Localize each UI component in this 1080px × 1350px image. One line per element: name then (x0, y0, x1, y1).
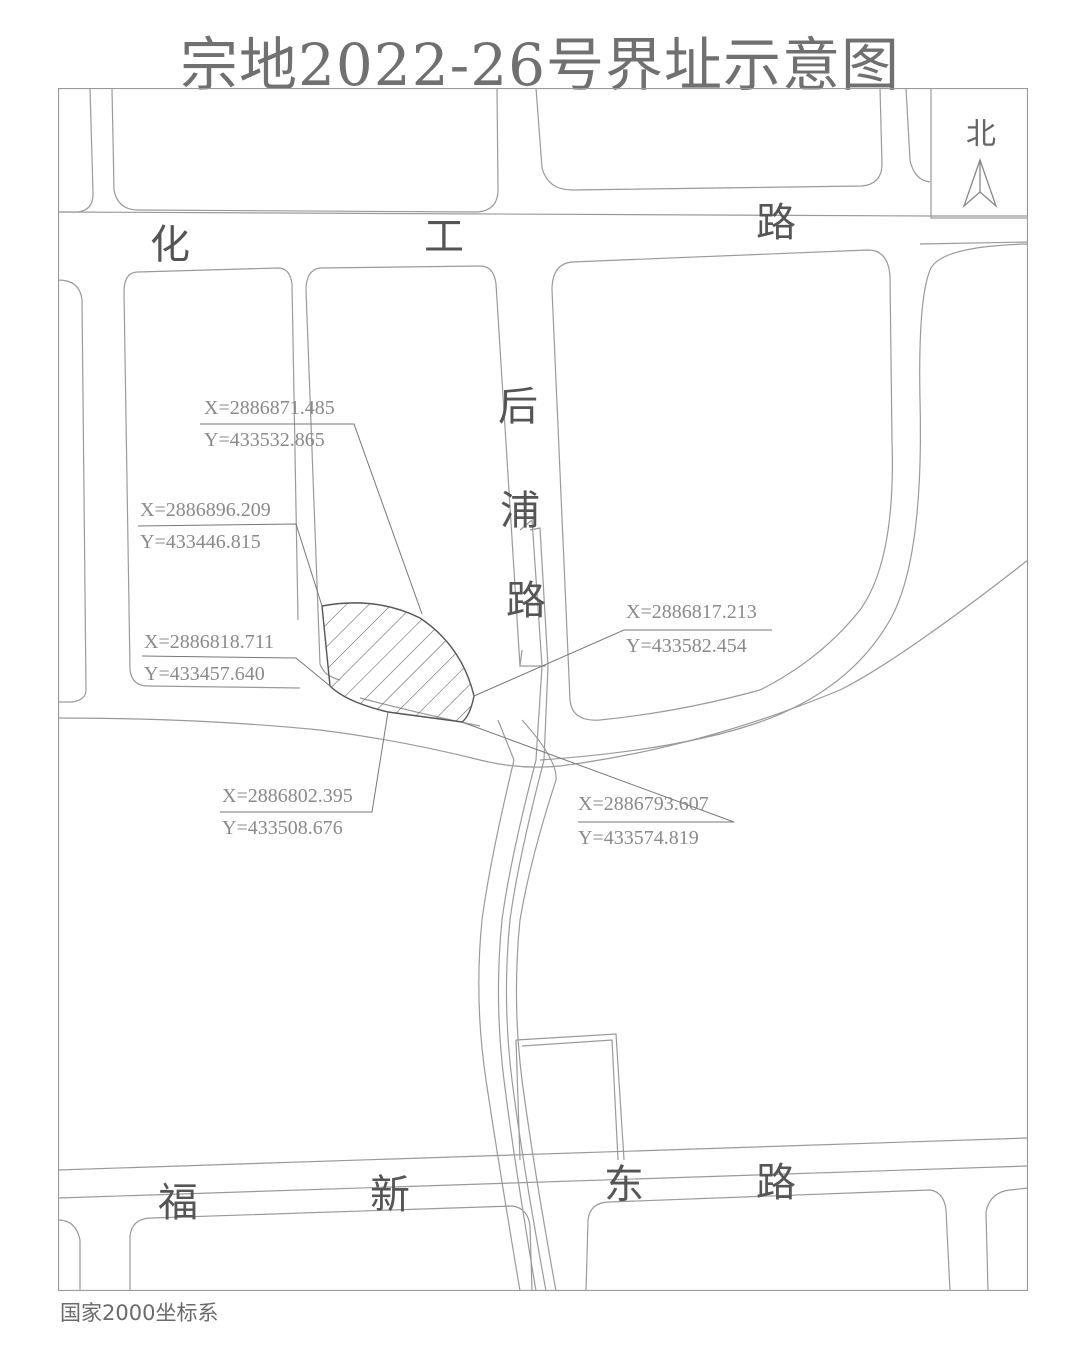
coord-x: X=2886817.213 (626, 601, 757, 623)
coord-y: Y=433457.640 (144, 663, 265, 685)
map-border (58, 88, 1028, 1291)
road-char: 路 (756, 1160, 796, 1206)
road-char: 后 (498, 384, 538, 430)
boundary-point-2-label: X=2886896.209 Y=433446.815 (140, 499, 271, 553)
coordinate-system-note: 国家2000坐标系 (60, 1301, 219, 1325)
boundary-point-3-label: X=2886818.711 Y=433457.640 (144, 631, 274, 685)
coord-x: X=2886896.209 (140, 499, 271, 521)
north-arrow-icon (962, 158, 998, 209)
road-char: 路 (506, 578, 546, 624)
road-char: 路 (756, 200, 796, 246)
road-char: 工 (424, 214, 464, 260)
boundary-point-5-label: X=2886802.395 Y=433508.676 (222, 785, 353, 839)
road-label-houpu: 后 浦 路 (498, 384, 546, 624)
coord-y: Y=433532.865 (204, 429, 325, 451)
coord-y: Y=433508.676 (222, 817, 343, 839)
road-label-fuxindong: 福 新 东 路 (158, 1160, 796, 1226)
boundary-point-4-label: X=2886817.213 Y=433582.454 (626, 601, 757, 657)
north-label: 北 (966, 117, 996, 152)
map-canvas: 北 化 工 路 后 浦 路 福 新 东 路 X=2886871.485 Y=43… (58, 88, 1028, 1291)
coord-y: Y=433446.815 (140, 531, 261, 553)
parcel-hatched-area (321, 602, 475, 723)
coord-x: X=2886793.607 (578, 793, 709, 815)
road-char: 化 (150, 222, 190, 268)
road-label-huagong: 化 工 路 (150, 200, 796, 268)
map-title: 宗地2022-26号界址示意图 (179, 31, 900, 99)
coord-x: X=2886818.711 (144, 631, 274, 653)
block-outlines (58, 88, 1028, 1291)
road-char: 浦 (500, 488, 540, 534)
coord-y: Y=433582.454 (626, 635, 747, 657)
road-char: 新 (370, 1172, 410, 1218)
road-char: 福 (158, 1180, 198, 1226)
boundary-point-6-label: X=2886793.607 Y=433574.819 (578, 793, 709, 849)
boundary-point-1-label: X=2886871.485 Y=433532.865 (204, 397, 335, 451)
coord-x: X=2886802.395 (222, 785, 353, 807)
road-char: 东 (604, 1162, 644, 1208)
leader-lines (137, 423, 772, 823)
coord-y: Y=433574.819 (578, 827, 699, 849)
coord-x: X=2886871.485 (204, 397, 335, 419)
